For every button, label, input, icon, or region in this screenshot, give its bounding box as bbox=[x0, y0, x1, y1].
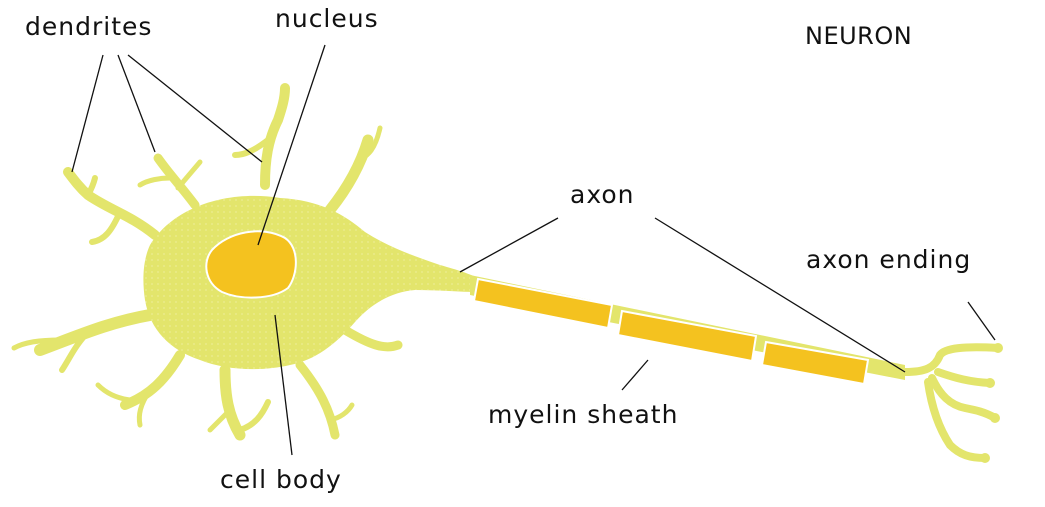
myelin-segments bbox=[474, 279, 868, 384]
axon-terminal-bulbs bbox=[980, 343, 1003, 463]
diagram-title: NEURON bbox=[805, 22, 912, 50]
label-axon-ending: axon ending bbox=[806, 245, 971, 274]
axon-ending-shape bbox=[905, 347, 998, 458]
label-myelin-sheath: myelin sheath bbox=[488, 400, 678, 429]
label-dendrites: dendrites bbox=[25, 12, 152, 41]
label-axon: axon bbox=[570, 180, 635, 209]
label-cell-body: cell body bbox=[220, 465, 342, 494]
label-nucleus: nucleus bbox=[275, 4, 379, 33]
